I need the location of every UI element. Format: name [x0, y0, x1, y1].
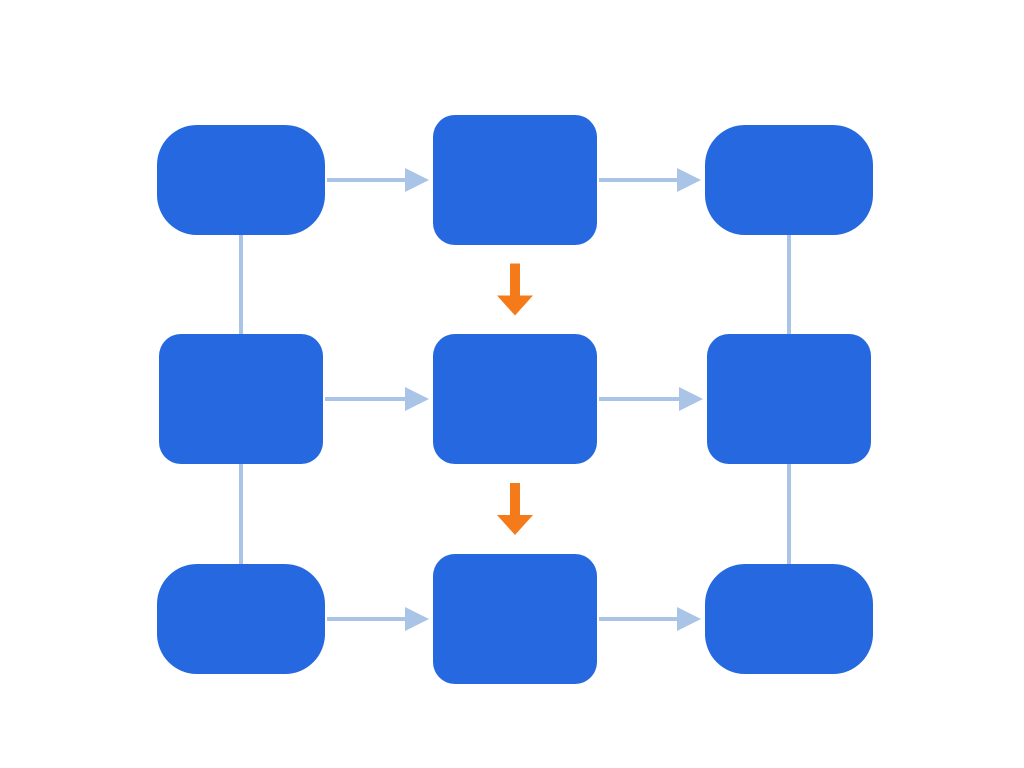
connector-lines	[239, 231, 791, 568]
arrowhead-icon	[405, 387, 429, 411]
edge-r1c1-to-r1c2-arrow	[327, 168, 429, 192]
highlight-arrow-shaft	[510, 483, 520, 516]
arrowhead-icon	[677, 607, 701, 631]
edge-r3c1-to-r3c2-arrow	[327, 607, 429, 631]
arrowhead-icon	[677, 168, 701, 192]
arrowhead-icon	[679, 387, 703, 411]
nodes	[157, 115, 873, 684]
node-r2c1[interactable]	[159, 334, 323, 464]
edge-r2c1-to-r2c2-arrow	[325, 387, 429, 411]
node-r3c2[interactable]	[433, 554, 597, 684]
node-r1c3[interactable]	[705, 125, 873, 235]
arrowhead-icon	[405, 168, 429, 192]
node-r2c2[interactable]	[433, 334, 597, 464]
connector-arrows	[325, 168, 703, 631]
node-r3c3[interactable]	[705, 564, 873, 674]
edge-r1c2-to-r2c2-highlight-arrow	[497, 263, 533, 316]
node-r3c1[interactable]	[157, 564, 325, 674]
edge-r2c2-to-r3c2-highlight-arrow	[497, 483, 533, 535]
node-r2c3[interactable]	[707, 334, 871, 464]
arrow-down-icon	[497, 295, 533, 316]
highlight-arrows	[497, 263, 533, 535]
arrowhead-icon	[405, 607, 429, 631]
edge-r2c2-to-r2c3-arrow	[599, 387, 703, 411]
node-r1c2[interactable]	[433, 115, 597, 245]
edge-r1c2-to-r1c3-arrow	[599, 168, 701, 192]
edge-r3c2-to-r3c3-arrow	[599, 607, 701, 631]
node-r1c1[interactable]	[157, 125, 325, 235]
highlight-arrow-shaft	[510, 263, 520, 297]
arrow-down-icon	[497, 515, 533, 535]
